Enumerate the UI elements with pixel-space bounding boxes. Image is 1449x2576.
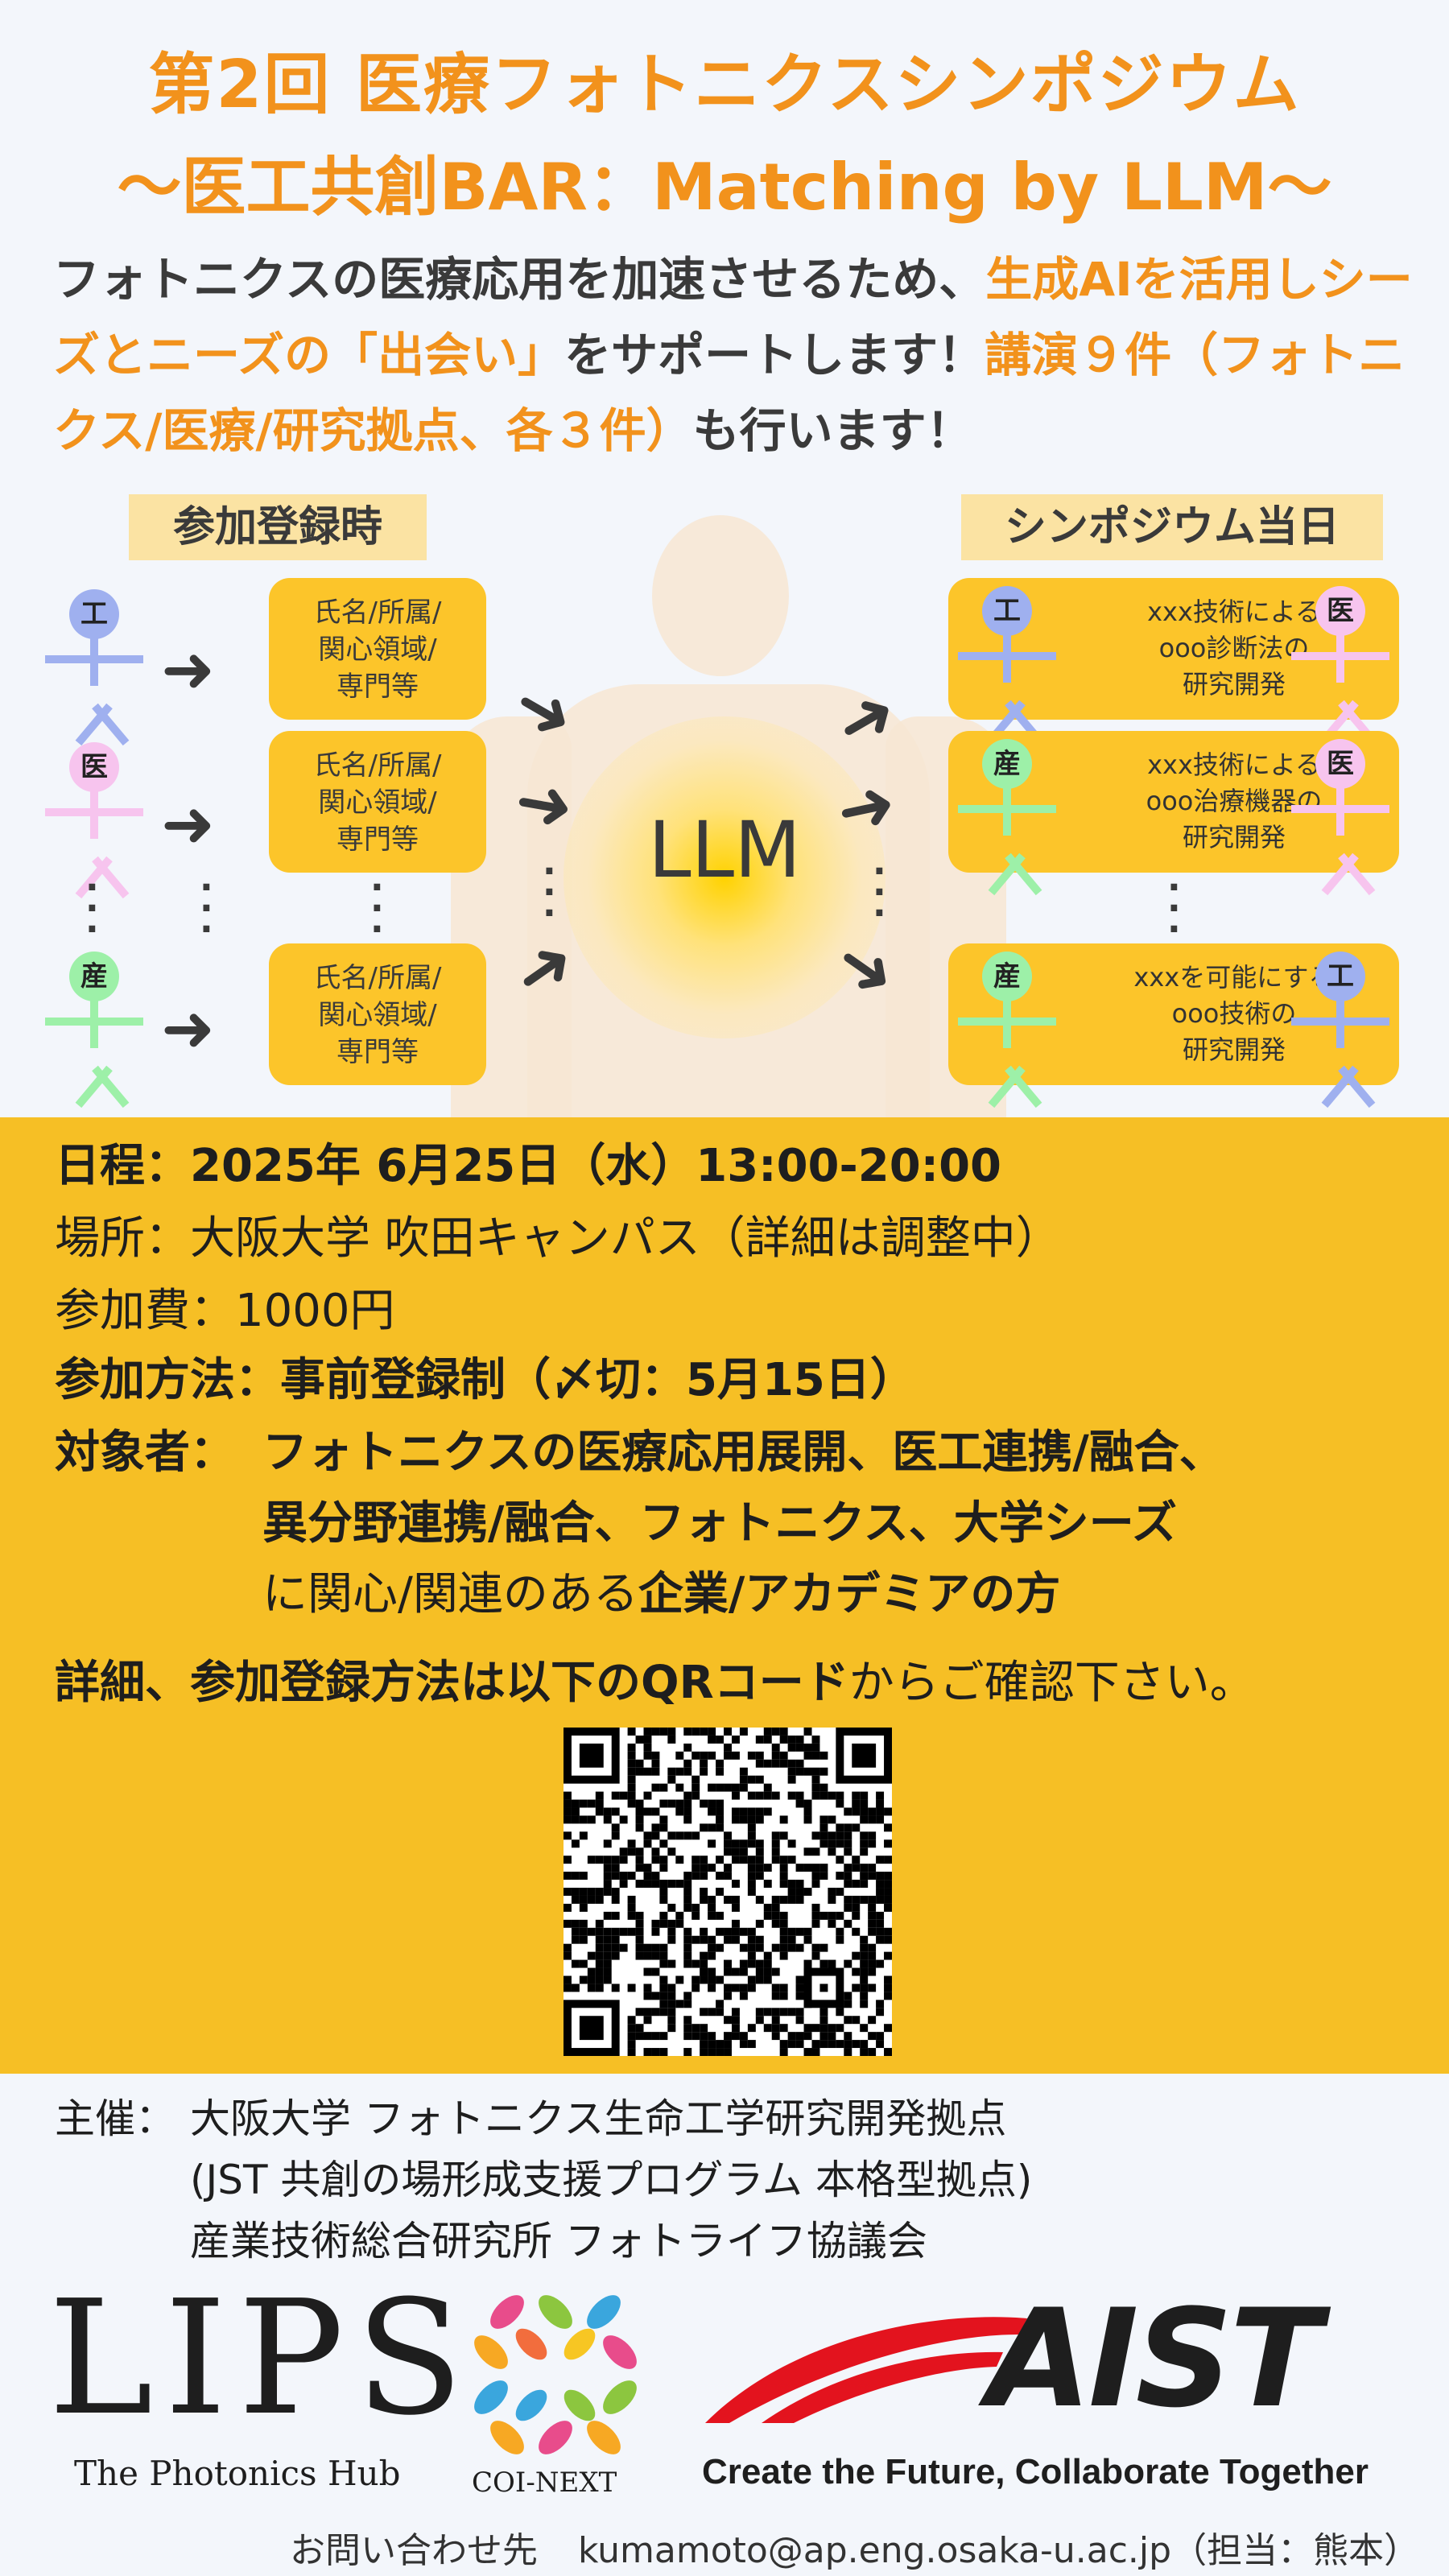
target-line-3-b: 企業/アカデミアの方 (638, 1568, 1061, 1620)
qr-code-icon (564, 1728, 892, 2056)
coi-next-logo: COI-NEXT (467, 2288, 644, 2505)
arrow-right-icon: ➜ (161, 786, 216, 861)
contact-line: お問い合わせ先 kumamoto@ap.eng.osaka-u.ac.jp（担当… (290, 2521, 1419, 2573)
aist-swoosh-icon (705, 2317, 1027, 2423)
registration-info-box: 氏名/所属/関心領域/専門等 (269, 943, 486, 1085)
contact-label: お問い合わせ先 (290, 2530, 538, 2571)
target-line-1: フォトニクスの医療応用展開、医工連携/融合、 (262, 1426, 1224, 1479)
contact-person: （担当：熊本） (1171, 2530, 1420, 2571)
ellipsis-vertical: ··· (85, 867, 99, 950)
target-line-2: 異分野連携/融合、フォトニクス、大学シーズ (262, 1497, 1177, 1550)
person-industry: 産 (955, 952, 1059, 1108)
organizer-line-3: 産業技術総合研究所 フォトライフ協議会 (190, 2218, 927, 2264)
venue-line: 場所：大阪大学 吹田キャンパス（詳細は調整中） (55, 1212, 1061, 1265)
intro-part1: フォトニクスの医療応用を加速させるため、 (53, 252, 986, 307)
matching-diagram: LLM 参加登録時 シンポジウム当日 工 ➜ 氏名/所属/関心領域/専門等 医 … (0, 483, 1449, 1119)
arrow-to-llm-icon: ➜ (508, 759, 580, 849)
fee-line: 参加費：1000円 (55, 1285, 395, 1337)
llm-glow (564, 716, 886, 1038)
organizer-label: 主催： (55, 2095, 175, 2142)
ellipsis-vertical: ··· (370, 867, 384, 950)
aist-wordmark: AIST (987, 2280, 1322, 2438)
intro-highlight-ai: 生成AIを活用しシーズとニーズの「出会い」 (53, 252, 1413, 382)
ellipsis-vertical: ··· (1167, 867, 1181, 950)
target-line-3-a: に関心/関連のある (262, 1568, 638, 1620)
person-engineering: 工 (42, 589, 147, 746)
ellipsis-vertical: ··· (873, 851, 886, 934)
details-line: 詳細、参加登録方法は以下のQRコードからご確認下さい。 (55, 1647, 1255, 1719)
arrow-right-icon: ➜ (161, 632, 216, 707)
organizer-line-2: (JST 共創の場形成支援プログラム 本格型拠点) (190, 2157, 1033, 2203)
person-industry: 産 (42, 952, 147, 1108)
registration-method-line: 参加方法：事前登録制（〆切：5月15日） (55, 1354, 915, 1406)
target-line-3: に関心/関連のある企業/アカデミアの方 (262, 1558, 1060, 1631)
ellipsis-vertical: ··· (200, 867, 213, 950)
lips-wordmark: LIPS (48, 2267, 475, 2450)
body-silhouette-head (652, 515, 789, 676)
ellipsis-vertical: ··· (543, 851, 556, 934)
person-medical: 医 (42, 742, 147, 899)
person-engineering: 工 (955, 586, 1059, 743)
registration-qr-code[interactable] (564, 1728, 892, 2056)
llm-label: LLM (648, 805, 801, 895)
poster-title: 第2回 医療フォトニクスシンポジウム (148, 47, 1301, 123)
aist-logo: AIST Create the Future, Collaborate Toge… (697, 2286, 1422, 2512)
registration-info-box: 氏名/所属/関心領域/専門等 (269, 731, 486, 873)
person-medical: 医 (1288, 586, 1393, 743)
lips-logo: LIPS The Photonics Hub (48, 2278, 464, 2504)
registration-info-box: 氏名/所属/関心領域/専門等 (269, 578, 486, 720)
person-medical: 医 (1288, 739, 1393, 896)
details-line-b: からご確認下さい。 (848, 1657, 1255, 1709)
arrow-right-icon: ➜ (161, 991, 216, 1066)
coi-next-emblem-icon (474, 2295, 637, 2454)
person-head: 医 (69, 742, 119, 792)
contact-email[interactable]: kumamoto@ap.eng.osaka-u.ac.jp (578, 2530, 1172, 2571)
phase-label-symposium-day: シンポジウム当日 (961, 494, 1383, 560)
person-head: 工 (69, 589, 119, 639)
intro-text: フォトニクスの医療応用を加速させるため、生成AIを活用しシーズとニーズの「出会い… (53, 242, 1414, 469)
aist-tagline: Create the Future, Collaborate Together (702, 2452, 1368, 2491)
coi-next-name: COI-NEXT (472, 2467, 617, 2499)
intro-highlight-talks: 講演９件（フォトニクス/医療/研究拠点、各３件） (53, 328, 1406, 458)
lips-tagline: The Photonics Hub (74, 2454, 401, 2493)
organizer-line-1: 大阪大学 フォトニクス生命工学研究開発拠点 (190, 2095, 1007, 2142)
details-line-a: 詳細、参加登録方法は以下のQRコード (55, 1657, 849, 1709)
target-label: 対象者： (55, 1426, 235, 1479)
person-engineering: 工 (1288, 952, 1393, 1108)
schedule-line: 日程：2025年 6月25日（水）13:00-20:00 (55, 1140, 1001, 1192)
poster-subtitle: 〜医工共創BAR：Matching by LLM〜 (117, 150, 1332, 225)
person-industry: 産 (955, 739, 1059, 896)
intro-part3: も行います！ (692, 403, 973, 458)
person-head: 産 (69, 952, 119, 1001)
phase-label-registration: 参加登録時 (129, 494, 427, 560)
intro-part2: をサポートします！ (564, 328, 985, 382)
